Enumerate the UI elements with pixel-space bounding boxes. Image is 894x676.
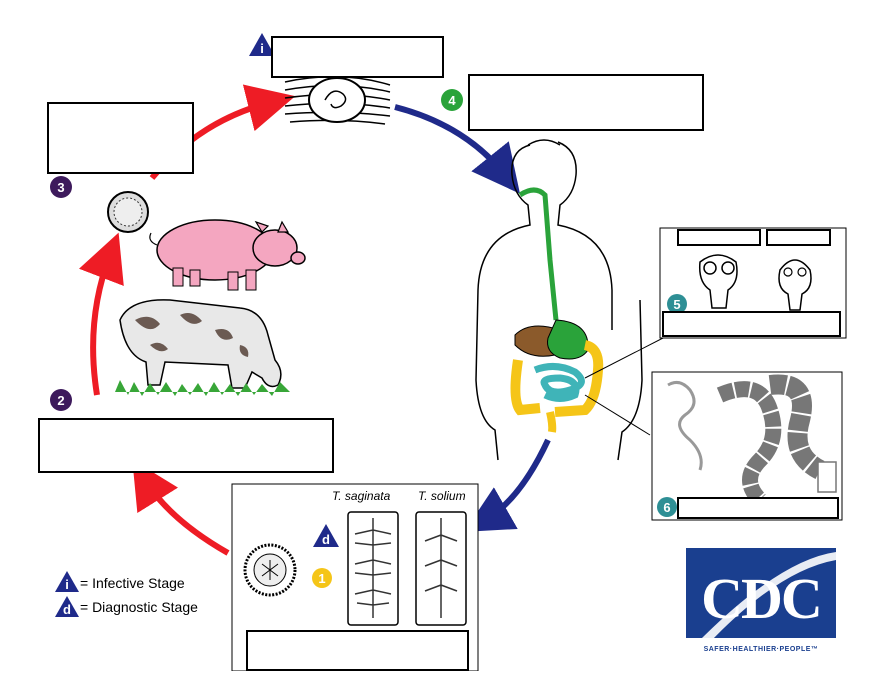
diagnostic-stage-marker: d	[313, 524, 339, 547]
svg-text:4: 4	[448, 93, 456, 108]
legend-diagnostic-icon	[55, 596, 79, 617]
pig-illustration	[149, 219, 306, 291]
label-blank-scolex-right[interactable]	[766, 229, 831, 246]
legend-diagnostic-label: = Diagnostic Stage	[80, 599, 198, 615]
oncosphere-egg	[107, 191, 149, 233]
label-blank-step-3[interactable]	[47, 102, 194, 174]
adult-worm-panel	[651, 371, 843, 521]
svg-text:5: 5	[673, 297, 680, 312]
label-blank-step-6[interactable]	[677, 497, 839, 519]
label-blank-step-1[interactable]	[246, 630, 469, 671]
cdc-logo-tagline: SAFER·HEALTHIER·PEOPLE™	[704, 646, 819, 653]
svg-text:3: 3	[57, 180, 64, 195]
svg-text:i: i	[65, 577, 69, 592]
step-badge-1: 1	[312, 568, 332, 588]
cdc-logo: CDC SAFER·HEALTHIER·PEOPLE™	[686, 548, 836, 653]
svg-text:d: d	[322, 532, 330, 547]
arrow-red-left	[78, 232, 124, 396]
human-body	[475, 139, 666, 461]
arrow-red-bottom	[132, 459, 230, 556]
step-badge-2: 2	[50, 389, 72, 411]
label-blank-infective-cyst[interactable]	[271, 36, 444, 78]
svg-text:1: 1	[318, 571, 325, 586]
label-blank-scolex-left[interactable]	[677, 229, 761, 246]
step-badge-6: 6	[657, 497, 677, 517]
svg-text:2: 2	[57, 393, 64, 408]
svg-text:d: d	[63, 602, 71, 617]
label-blank-step-5[interactable]	[662, 311, 841, 337]
species-label-solium: T. solium	[418, 489, 466, 503]
legend-infective-icon	[55, 571, 79, 592]
cdc-logo-text: CDC	[701, 566, 821, 631]
step-badge-4: 4	[441, 89, 463, 111]
label-blank-step-4[interactable]	[468, 74, 704, 131]
cyst-in-muscle	[284, 75, 391, 125]
label-blank-step-2[interactable]	[38, 418, 334, 473]
legend: i = Infective Stage d = Diagnostic Stage	[55, 571, 198, 617]
infective-stage-marker: i	[249, 33, 275, 56]
step-badge-5: 5	[667, 294, 687, 314]
arrow-blue-top	[394, 104, 520, 194]
svg-text:i: i	[260, 41, 264, 56]
arrow-blue-bottom	[464, 438, 551, 532]
species-label-saginata: T. saginata	[332, 489, 391, 503]
cow-illustration	[115, 299, 290, 396]
legend-infective-label: = Infective Stage	[80, 575, 185, 591]
svg-text:6: 6	[663, 500, 670, 515]
step-badge-3: 3	[50, 176, 72, 198]
